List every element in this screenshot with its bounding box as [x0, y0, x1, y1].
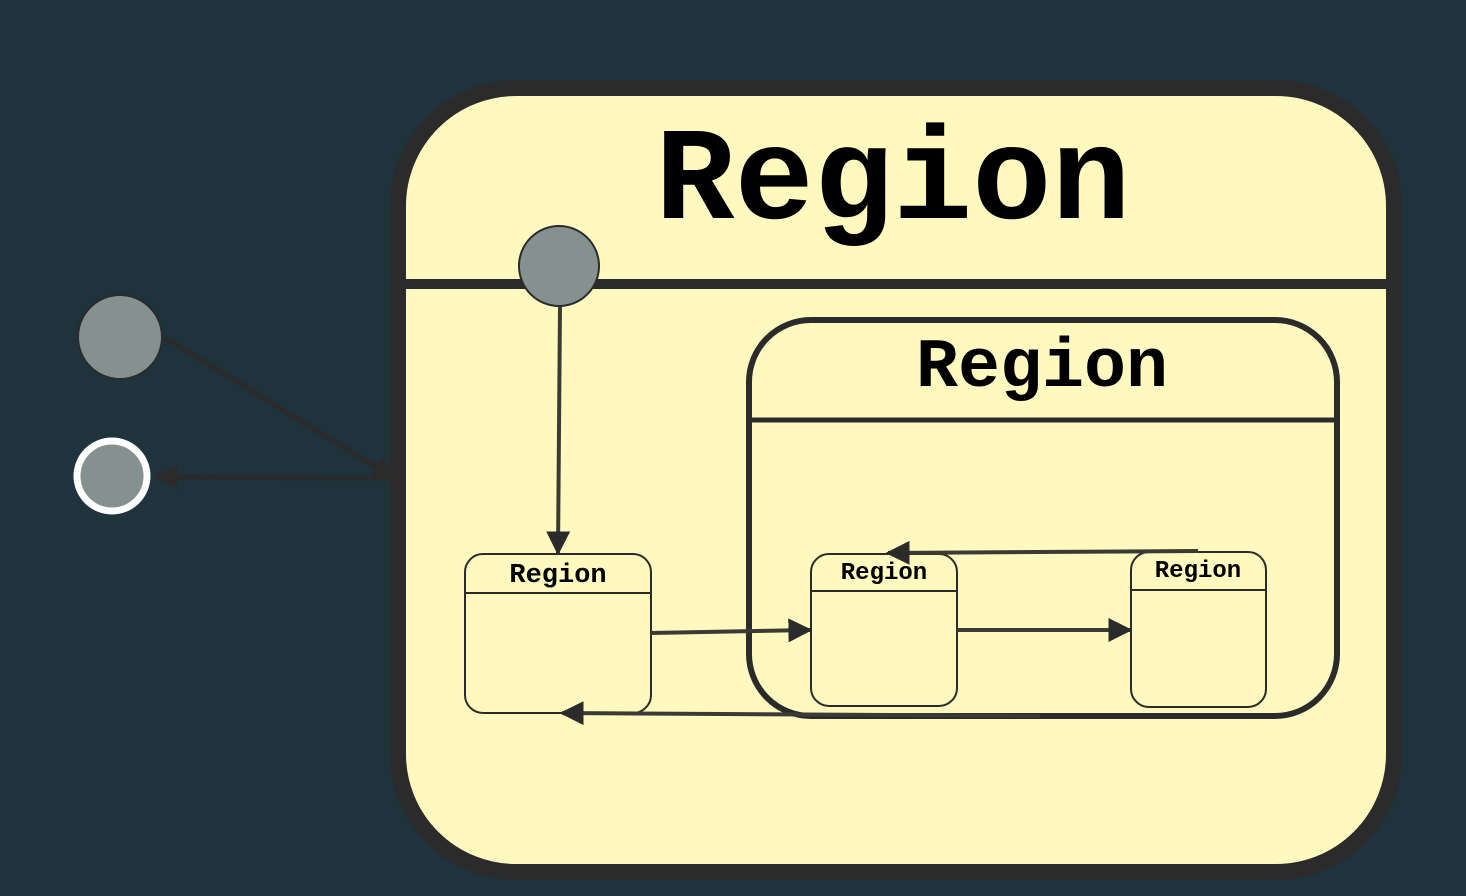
outer-state-title: Region [655, 108, 1130, 258]
state-c[interactable]: Region [1130, 551, 1267, 708]
transition-state-c-to-state-b[interactable] [885, 540, 1199, 565]
transition-inner-to-state-a[interactable] [559, 701, 1041, 726]
outer-initial-pseudostate[interactable] [77, 294, 163, 380]
state-c-title: Region [1155, 558, 1241, 585]
state-a-title: Region [509, 561, 606, 591]
inner-state-title: Region [916, 329, 1168, 408]
pseudostates [73, 225, 600, 515]
state-b-title: Region [841, 560, 927, 587]
transitions [153, 305, 1199, 726]
outer-final-pseudostate[interactable] [73, 437, 151, 515]
transition-outer-initial-to-outer[interactable] [164, 335, 397, 481]
inner-initial-pseudostate[interactable] [518, 225, 600, 307]
transition-inner-initial-to-state-a[interactable] [546, 305, 571, 556]
state-a[interactable]: Region [464, 553, 652, 714]
transition-state-a-to-state-b[interactable] [650, 618, 813, 643]
transition-outer-to-final[interactable] [153, 465, 395, 490]
state-b[interactable]: Region [810, 553, 958, 707]
